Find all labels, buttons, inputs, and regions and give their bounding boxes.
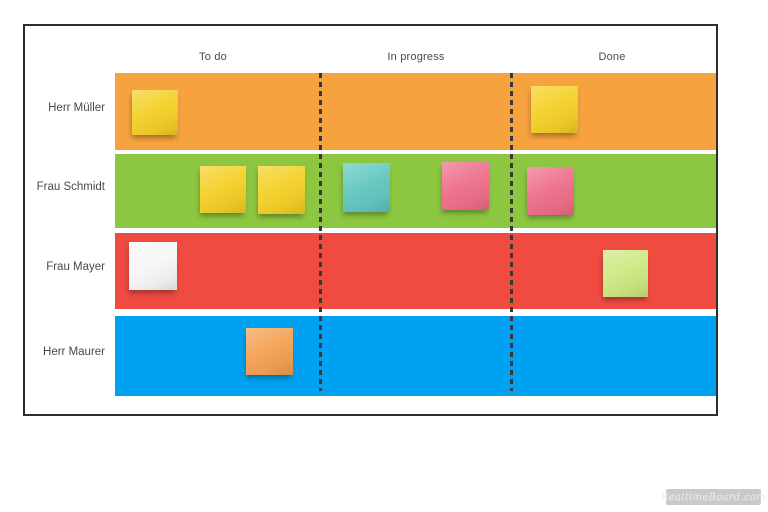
column-divider-line [319, 73, 322, 391]
sticky-note-yellow[interactable] [132, 90, 178, 135]
sticky-note-white[interactable] [129, 242, 177, 290]
sticky-note-orange[interactable] [246, 328, 293, 375]
sticky-note-yellow[interactable] [200, 166, 246, 213]
sticky-note-lightgreen[interactable] [603, 250, 648, 297]
column-divider-line [510, 73, 513, 391]
sticky-note-teal[interactable] [343, 163, 390, 212]
sticky-note-yellow[interactable] [258, 166, 305, 214]
realtimeboard-watermark-link[interactable]: RealtimeBoard.com [661, 489, 766, 505]
swimlane-herr-müller [115, 73, 716, 150]
row-label: Frau Schmidt [36, 181, 105, 193]
sticky-note-yellow[interactable] [531, 86, 578, 133]
sticky-note-pink[interactable] [527, 167, 574, 215]
row-label: Frau Mayer [46, 261, 105, 273]
row-label: Herr Maurer [43, 346, 105, 358]
swimlane-herr-maurer [115, 316, 716, 396]
column-header-done: Done [598, 51, 626, 63]
column-header-to-do: To do [199, 51, 227, 63]
row-label: Herr Müller [48, 101, 105, 114]
sticky-note-pink[interactable] [442, 162, 489, 210]
column-header-in-progress: In progress [387, 51, 445, 63]
